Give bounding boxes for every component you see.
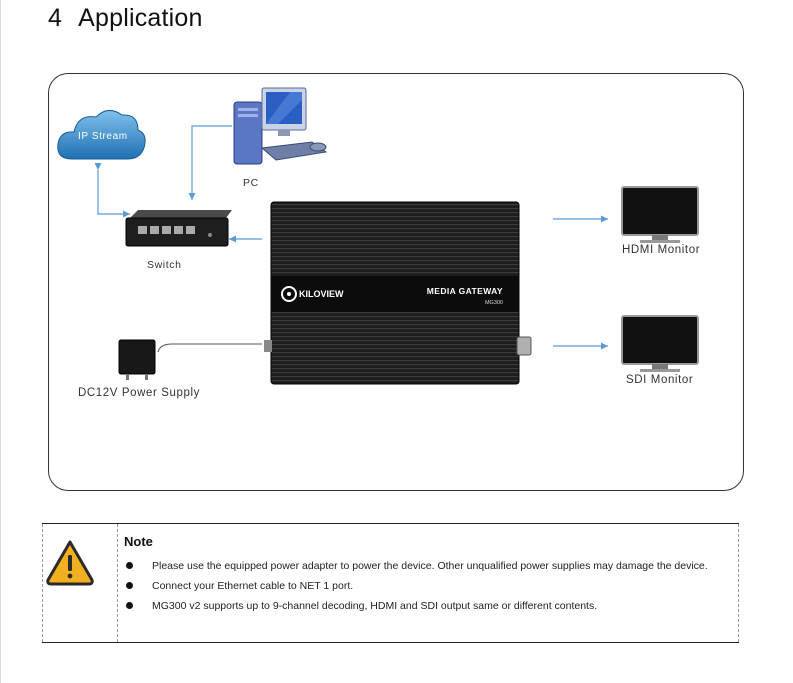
device-name: MEDIA GATEWAY: [427, 286, 503, 296]
note-item: MG300 v2 supports up to 9-channel decodi…: [124, 596, 732, 616]
section-number: 4: [48, 4, 63, 32]
media-gateway-device: [264, 201, 532, 385]
ip-stream-label: IP Stream: [78, 131, 128, 142]
note-item-text: Please use the equipped power adapter to…: [152, 560, 708, 572]
page-edge: [0, 0, 1, 683]
sdi-monitor-label: SDI Monitor: [626, 374, 694, 386]
switch-label: Switch: [147, 259, 182, 271]
power-supply-label: DC12V Power Supply: [78, 387, 201, 399]
note-item-text: Connect your Ethernet cable to NET 1 por…: [152, 580, 354, 592]
note-item-text: MG300 v2 supports up to 9-channel decodi…: [152, 600, 598, 612]
bullet-icon: [126, 562, 133, 569]
section-title: Application: [78, 4, 203, 32]
cloud-icon: [57, 110, 146, 160]
switch-icon: [125, 210, 232, 247]
note-item: Please use the equipped power adapter to…: [124, 556, 732, 576]
device-brand: KILOVIEW: [299, 289, 344, 299]
power-adapter-icon: [118, 339, 156, 380]
pc-label: PC: [243, 177, 259, 189]
note-title: Note: [124, 534, 153, 549]
warning-icon: [46, 540, 94, 586]
device-model: MG300: [485, 300, 503, 306]
pc-icon: [233, 87, 328, 165]
connector-lines: [94, 125, 608, 350]
note-list: Please use the equipped power adapter to…: [124, 556, 732, 616]
power-cable: [157, 343, 262, 353]
hdmi-monitor-label: HDMI Monitor: [622, 244, 701, 256]
bullet-icon: [126, 602, 133, 609]
hdmi-monitor-icon: [621, 186, 699, 243]
note-box: Note Please use the equipped power adapt…: [42, 523, 739, 643]
note-item: Connect your Ethernet cable to NET 1 por…: [124, 576, 732, 596]
note-icon-cell: [42, 524, 118, 642]
section-heading: 4 Application: [48, 4, 203, 33]
bullet-icon: [126, 582, 133, 589]
note-right-edge: [738, 524, 739, 642]
sdi-monitor-icon: [621, 315, 699, 372]
